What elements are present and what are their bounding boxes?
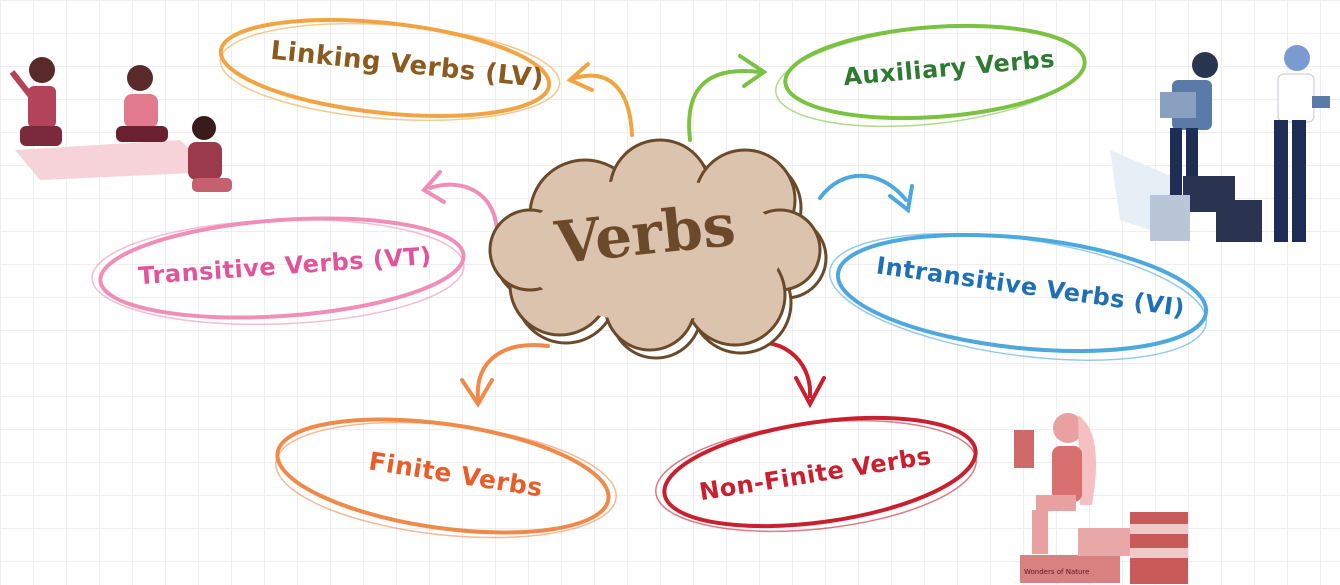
delivery-people-illustration (1110, 45, 1330, 242)
auxiliary-verbs-ellipse (775, 23, 1087, 128)
arrow-to-finite (460, 343, 550, 408)
arrow-to-transitive (420, 170, 499, 232)
intransitive-verbs-ellipse (828, 232, 1209, 361)
arrow-to-linking (566, 62, 634, 137)
transitive-verbs-ellipse (91, 216, 466, 326)
linking-verbs-ellipse (218, 18, 561, 122)
non-finite-verbs-ellipse (655, 415, 978, 533)
girl-reading-books-illustration: Wonders of Nature (1014, 413, 1188, 584)
arrow-to-auxiliary (687, 54, 768, 142)
arrow-to-intransitive (818, 173, 914, 214)
book-spine-text: Wonders of Nature (1024, 568, 1089, 576)
finite-verbs-ellipse (275, 417, 617, 539)
verbs-cloud (488, 138, 828, 360)
children-drawing-illustration (9, 57, 232, 192)
